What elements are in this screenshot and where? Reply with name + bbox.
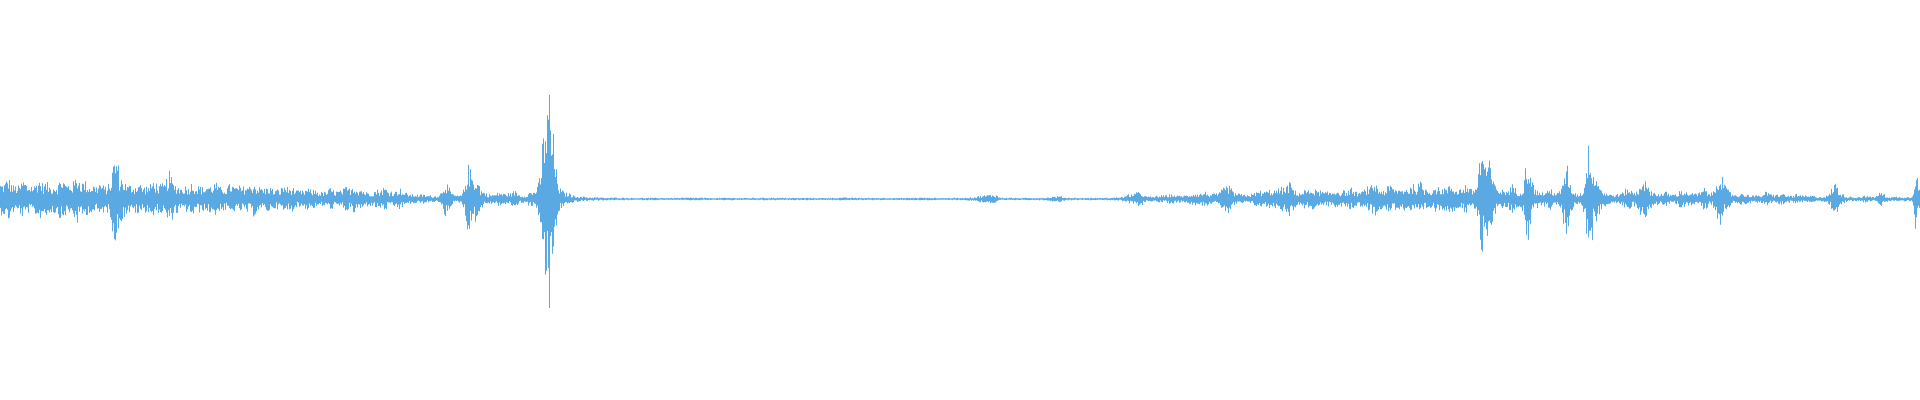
waveform-trace xyxy=(0,94,1920,308)
waveform-samples xyxy=(0,94,1920,308)
